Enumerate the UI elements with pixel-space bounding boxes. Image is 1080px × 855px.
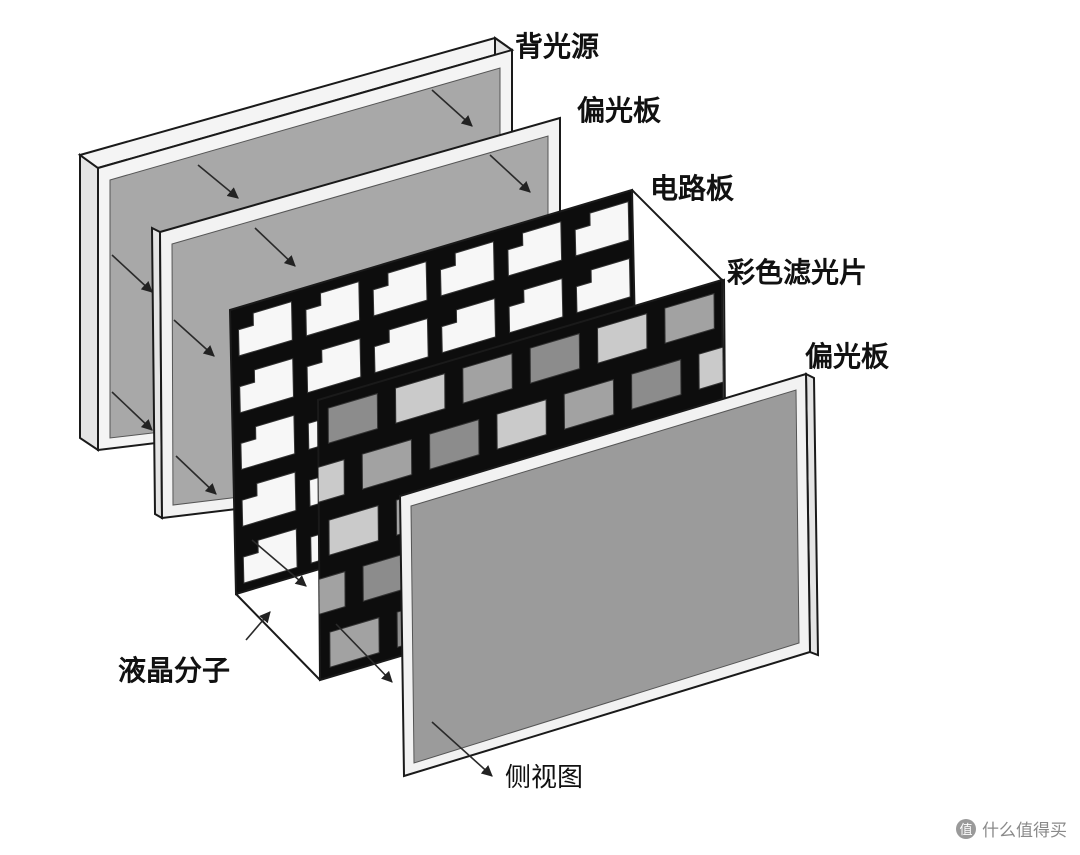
label-polarizer-front: 偏光板 — [805, 340, 889, 373]
pixel-electrode-cell — [306, 337, 362, 394]
liquid-crystal-pointer — [245, 611, 271, 641]
pixel-electrode-cell — [575, 257, 631, 314]
light-arrow — [197, 164, 239, 199]
color-filter-cell — [462, 352, 513, 404]
light-arrow — [111, 391, 153, 431]
pixel-electrode-cell — [372, 261, 428, 317]
color-filter-cell — [496, 398, 547, 450]
color-filter-cell — [318, 570, 346, 622]
pixel-electrode-cell — [508, 277, 564, 334]
color-filter-cell — [664, 292, 715, 344]
pixel-electrode-cell — [305, 281, 361, 337]
light-arrow — [254, 227, 296, 267]
pixel-electrode-cell — [441, 297, 497, 354]
light-arrow — [173, 319, 215, 357]
light-arrow — [431, 89, 473, 127]
label-side-view: 侧视图 — [505, 763, 583, 793]
watermark-text: 什么值得买 — [982, 821, 1067, 841]
color-filter-cell — [596, 312, 648, 364]
label-circuit-board: 电路板 — [650, 172, 734, 205]
light-arrow — [175, 455, 217, 495]
label-backlight: 背光源 — [515, 30, 599, 63]
pixel-electrode-cell — [240, 414, 296, 471]
front-polarizer-panel — [398, 372, 820, 778]
pixel-electrode-cell — [239, 357, 295, 414]
color-filter-cell — [429, 418, 480, 470]
color-filter-cell — [327, 392, 379, 444]
watermark-logo-icon — [956, 819, 976, 839]
pixel-electrode-cell — [373, 317, 429, 374]
liquid-crystal-layer — [235, 189, 723, 681]
label-polarizer-rear: 偏光板 — [577, 94, 661, 127]
color-filter-cell — [529, 332, 581, 384]
pixel-electrode-cell — [439, 241, 495, 297]
light-arrow — [489, 154, 531, 193]
color-filter-cell — [361, 438, 413, 490]
color-filter-cell — [394, 372, 446, 424]
color-filter-cell — [328, 504, 379, 556]
light-arrow — [111, 254, 153, 293]
label-liquid-crystal: 液晶分子 — [118, 654, 230, 687]
pixel-electrode-cell — [574, 201, 630, 257]
light-arrow — [251, 539, 307, 587]
watermark: 值 什么值得买 — [956, 819, 1067, 841]
color-filter-cell — [318, 458, 345, 510]
side-view-arrow — [431, 721, 493, 777]
color-filter-cell — [631, 358, 682, 410]
pixel-electrode-cell — [241, 471, 297, 527]
watermark-logo-text: 值 — [960, 822, 973, 838]
light-arrow — [335, 623, 393, 683]
color-filter-cell — [563, 378, 615, 430]
label-color-filter: 彩色滤光片 — [727, 256, 867, 289]
pixel-electrode-cell — [237, 301, 293, 357]
pixel-electrode-cell — [507, 221, 563, 277]
